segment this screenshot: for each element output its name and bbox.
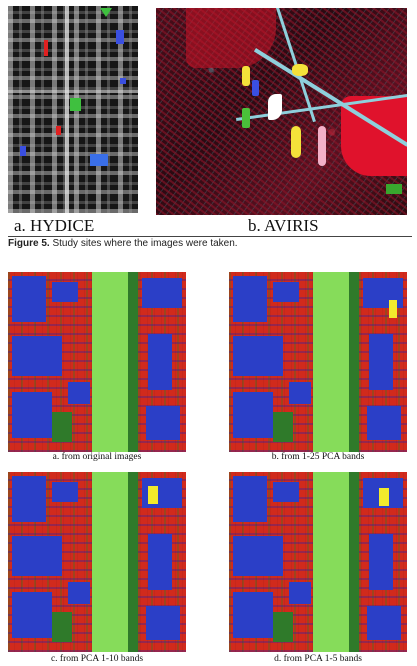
panel-a-caption: a. HYDICE [14,216,95,235]
roi-yellow-marker [292,64,308,76]
roi-yellow-marker [291,126,301,158]
roi-green-marker [100,8,112,17]
roi-blue-marker [20,146,26,156]
classification-map-a [8,272,186,452]
aviris-image [156,8,407,215]
roi-blue-marker [90,154,108,166]
roi-blue-marker [120,78,126,84]
roi-blue-marker [116,30,124,44]
classification-map-c [8,472,186,652]
figure-label: Figure 5. [8,238,50,249]
map-b-caption: b. from 1-25 PCA bands [271,452,365,462]
roi-green-marker [386,184,402,194]
map-c-caption: c. from PCA 1-10 bands [50,654,144,664]
roi-green-marker [70,98,81,111]
roi-red-marker [56,126,61,135]
caption-rule [8,236,412,237]
water-region [186,8,276,68]
figure-caption-text: Study sites where the images were taken. [49,238,238,249]
classification-map-d [229,472,407,652]
roi-blue-marker [252,80,259,96]
map-d-caption: d. from PCA 1-5 bands [274,654,362,664]
roi-red-marker [44,40,48,56]
panel-b-caption: b. AVIRIS [248,216,319,235]
roi-green-marker [242,108,250,128]
classification-map-b [229,272,407,452]
roi-white-marker [268,94,282,120]
hydice-image [8,6,138,213]
map-a-caption: a. from original images [52,452,142,462]
figure-caption: Figure 5. Study sites where the images w… [8,238,238,249]
roi-yellow-marker [242,66,250,86]
roi-pink-marker [318,126,326,166]
